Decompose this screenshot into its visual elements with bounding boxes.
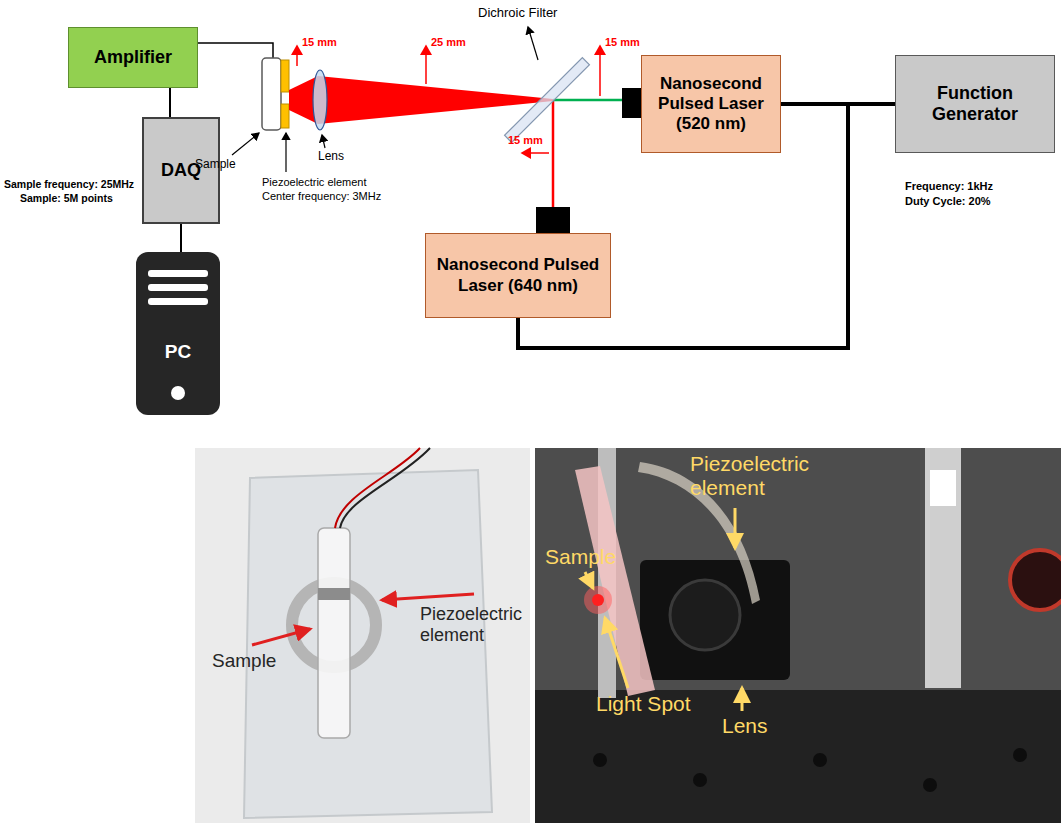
- photo-label: Lens: [722, 714, 768, 738]
- light-spot-glow: [584, 586, 612, 614]
- dimension-label: 15 mm: [302, 36, 337, 49]
- lead-wire: [340, 448, 430, 528]
- dimension-arrow: [296, 46, 298, 66]
- connector-line: [180, 224, 182, 252]
- photo-label: Piezoelectric element: [420, 604, 530, 645]
- dimension-label: 15 mm: [605, 36, 640, 49]
- light-spot: [592, 594, 604, 606]
- dimension-arrow: [425, 46, 427, 84]
- part-label: Sample: [195, 158, 236, 172]
- laser-aperture: [536, 207, 570, 233]
- pointer-arrow: [734, 508, 737, 548]
- drive-slot: [148, 298, 208, 305]
- dimension-arrow: [522, 152, 549, 154]
- optical-post: [925, 448, 961, 688]
- leader-arrow: [232, 133, 259, 155]
- dimension-label: 25 mm: [431, 36, 466, 49]
- photo-background: [535, 448, 1061, 823]
- leader-arrow: [285, 133, 286, 172]
- pc-tower: PC: [136, 252, 220, 415]
- pc-decoration: [136, 252, 220, 415]
- laser-box: Nanosecond Pulsed Laser (640 nm): [425, 233, 611, 318]
- lens-mount: [670, 580, 740, 650]
- connector-line: [169, 88, 171, 117]
- photo-label: Sample: [212, 650, 276, 672]
- generator-box: Function Generator: [895, 55, 1055, 153]
- laser-beam: [289, 76, 553, 124]
- table-hole: [813, 753, 827, 767]
- laser-box: Nanosecond Pulsed Laser (520 nm): [641, 55, 781, 153]
- power-button: [171, 386, 185, 400]
- box-text: Nanosecond Pulsed Laser (640 nm): [434, 255, 602, 295]
- lead-wire: [335, 448, 420, 528]
- setting-label: Duty Cycle: 20%: [905, 195, 991, 208]
- box-text: Nanosecond Pulsed Laser (520 nm): [650, 74, 772, 134]
- box-text: Amplifier: [94, 47, 172, 68]
- part-label: Center frequency: 3MHz: [262, 190, 381, 203]
- sample-tube: [262, 58, 281, 130]
- box-text: Function Generator: [904, 83, 1046, 125]
- leader-arrow: [528, 27, 538, 60]
- piezo-element: [281, 104, 289, 128]
- sample-tube: [318, 528, 350, 738]
- post-tag: [930, 470, 956, 506]
- table-hole: [923, 778, 937, 792]
- pointer-arrow: [605, 618, 628, 688]
- leader-arrow: [322, 135, 325, 148]
- dimension-arrow: [599, 46, 601, 96]
- signal-wire: [198, 43, 273, 58]
- table-hole: [693, 773, 707, 787]
- lens-holder: [640, 560, 790, 680]
- drive-slot: [148, 270, 208, 277]
- photo-label: Sample: [545, 545, 616, 569]
- part-label: Piezoelectric element: [262, 176, 367, 189]
- pointer-arrow: [741, 688, 744, 711]
- lens-symbol: [313, 70, 327, 130]
- piezo-element: [281, 60, 289, 92]
- table-hole: [1013, 748, 1027, 762]
- part-label: Lens: [318, 150, 344, 164]
- laser-beam: [552, 100, 555, 207]
- laser-ring: [1010, 550, 1061, 610]
- sample-tube: [575, 466, 655, 696]
- dichroic-filter: [505, 58, 590, 143]
- photo-label: Piezoelectric element: [690, 452, 830, 500]
- part-label: Dichroic Filter: [478, 6, 557, 21]
- pointer-arrow: [585, 572, 593, 588]
- pointer-arrow: [252, 629, 310, 645]
- dimension-label: 15 mm: [508, 134, 543, 147]
- laser-beam: [553, 99, 622, 102]
- tube-band: [318, 588, 350, 600]
- box-text: PC: [165, 341, 191, 363]
- setting-label: Frequency: 1kHz: [905, 180, 993, 193]
- optical-table: [535, 690, 1061, 823]
- setting-label: Sample: 5M points: [20, 192, 113, 204]
- photo-label: Light Spot: [596, 692, 691, 716]
- laser-aperture: [622, 88, 642, 118]
- photo-background: [195, 448, 530, 823]
- pointer-arrow: [382, 594, 474, 600]
- setting-label: Sample frequency: 25MHz: [4, 178, 134, 190]
- amplifier-box: Amplifier: [68, 27, 198, 88]
- table-hole: [593, 753, 607, 767]
- drive-slot: [148, 284, 208, 291]
